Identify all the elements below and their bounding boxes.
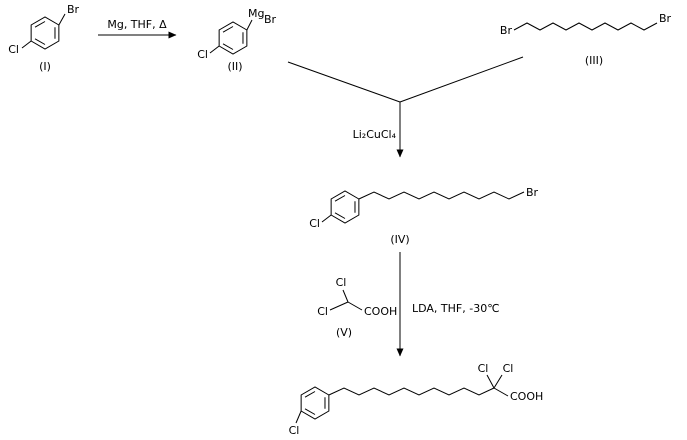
chlorine-label: Cl [197,48,208,61]
reaction-step-2: Li₂CuCl₄ [287,56,524,158]
reagents-step-2: Li₂CuCl₄ [353,128,397,141]
magnesium-label: Mg [248,7,264,20]
chlorine-label: Cl [8,43,19,56]
alkyl-chain [358,191,525,200]
bond-to-chlorine-top [342,289,349,303]
reaction-step-1: Mg, THF, Δ [98,18,177,39]
compound-3-structure: Br Br (III) [500,12,672,67]
bond-to-gem-chlorine-right [493,374,503,389]
bromine-label: Br [67,3,80,16]
carboxyl-label: COOH [364,305,397,318]
compound-4-structure: Cl Br (IV) [309,186,538,246]
bond-to-chlorine [295,410,302,424]
bromine-label: Br [526,186,539,199]
bond-to-cooh [347,301,363,311]
benzene-double-bonds [304,391,326,415]
chlorine-left-label: Cl [317,305,328,318]
bromine-left-label: Br [500,24,513,37]
chlorine-top-label: Cl [336,276,347,289]
bromine-right-label: Br [659,12,672,25]
benzene-double-bonds [222,26,244,50]
alkyl-chain [328,387,495,396]
compound-3-label: (III) [585,54,603,67]
carboxyl-label: COOH [510,390,543,403]
chlorine-label: Cl [309,217,320,230]
gem-chlorine-left-label: Cl [478,362,489,375]
bond-to-chlorine [21,40,32,49]
compound-2-structure: Mg Br Cl (II) [197,7,276,73]
compound-2-label: (II) [227,60,242,73]
reagents-step-1: Mg, THF, Δ [107,18,167,31]
benzene-double-bonds [334,195,356,219]
convergence-line-right [399,56,524,103]
compound-5-label: (V) [336,326,352,339]
product-structure: Cl Cl Cl COOH [289,362,544,437]
gem-chlorine-right-label: Cl [503,362,514,375]
bond-to-bromine [58,13,66,26]
chlorine-ring-label: Cl [289,424,300,437]
compound-1-label: (I) [39,60,51,73]
compound-1-structure: Br Cl (I) [8,3,79,73]
compound-4-label: (IV) [390,233,409,246]
reaction-step-3: LDA, THF, -30℃ [396,252,500,357]
reagents-step-3: LDA, THF, -30℃ [412,302,500,315]
bond-to-gem-chlorine-left [486,374,495,389]
bond-to-chlorine [321,214,332,223]
alkyl-chain [513,22,658,31]
bond-to-chlorine [209,45,220,54]
benzene-double-bonds [34,21,56,45]
bond-to-cooh [493,387,509,397]
bond-to-chlorine-left [329,301,349,311]
compound-5-structure: Cl Cl COOH (V) [317,276,397,339]
bromine-label: Br [264,13,277,26]
bond-to-magnesium [246,19,253,31]
convergence-line-left [287,61,401,103]
